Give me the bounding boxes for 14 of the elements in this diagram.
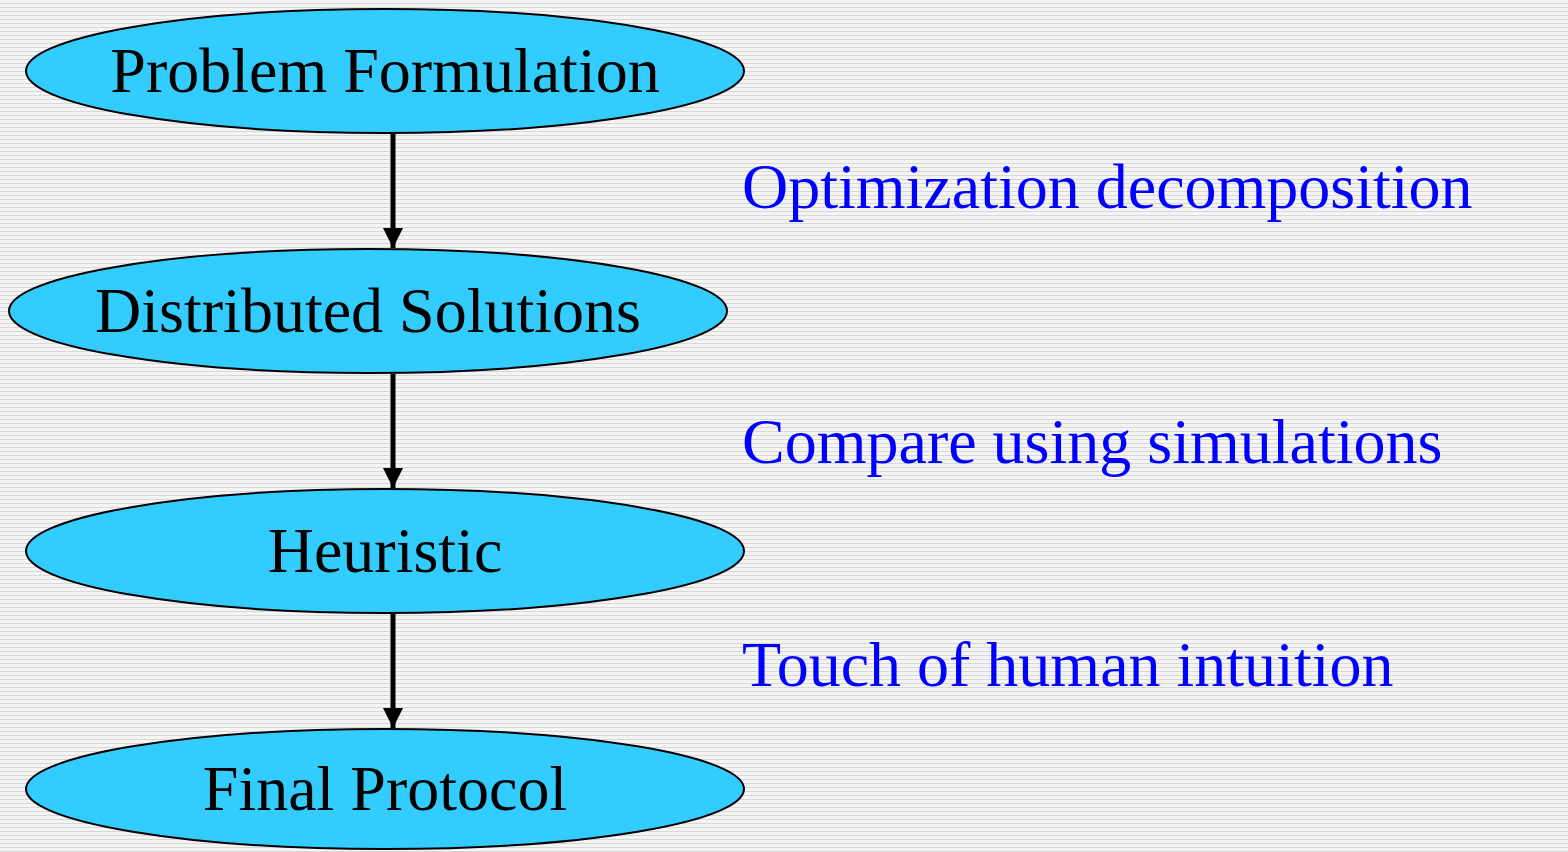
node-label: Heuristic	[267, 514, 503, 588]
process-ellipse	[25, 8, 745, 134]
arrow	[383, 134, 403, 248]
arrow	[383, 614, 403, 728]
annotation-text: Touch of human intuition	[742, 628, 1394, 702]
process-ellipse	[8, 248, 728, 374]
node-label: Final Protocol	[202, 752, 568, 826]
annotation-text: Optimization decomposition	[742, 150, 1473, 224]
process-ellipse	[25, 728, 745, 850]
arrow	[383, 374, 403, 488]
node-label: Problem Formulation	[110, 34, 660, 108]
node-label: Distributed Solutions	[95, 274, 641, 348]
process-ellipse	[25, 488, 745, 614]
annotation-text: Compare using simulations	[742, 405, 1443, 479]
